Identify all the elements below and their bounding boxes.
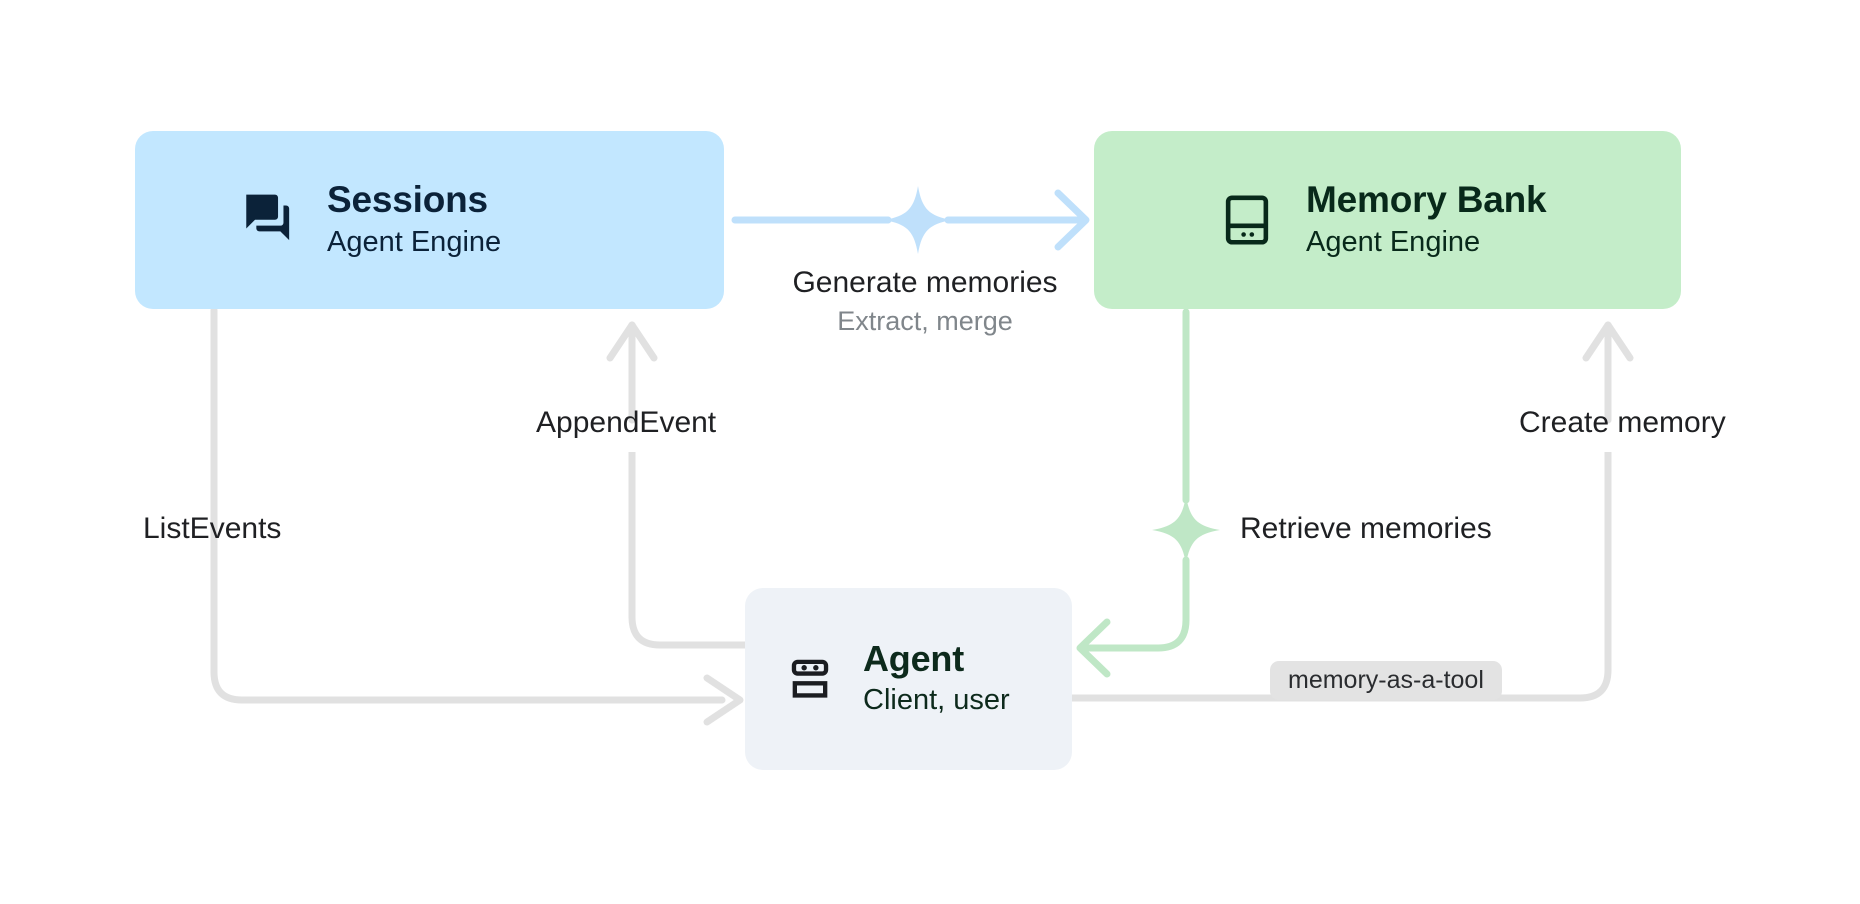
- node-memory-bank[interactable]: Memory Bank Agent Engine: [1094, 131, 1681, 309]
- edge-label-list-events-primary: ListEvents: [143, 512, 282, 545]
- node-memory-bank-subtitle: Agent Engine: [1306, 225, 1481, 258]
- node-sessions-subtitle: Agent Engine: [327, 225, 502, 258]
- node-sessions-labels: Sessions Agent Engine: [327, 178, 502, 259]
- edge-label-retrieve-memories-primary: Retrieve memories: [1240, 512, 1492, 545]
- node-memory-bank-title: Memory Bank: [1306, 178, 1547, 220]
- edge-label-create-memory: Create memory: [1519, 406, 1726, 441]
- edge-list-events-path: [210, 306, 726, 704]
- edge-create-memory-arrowhead: [1582, 321, 1634, 362]
- edge-append-event-path: [628, 334, 749, 649]
- node-agent-title: Agent: [863, 638, 964, 680]
- edge-label-append-event: AppendEvent: [536, 406, 716, 441]
- edge-label-create-memory-primary: Create memory: [1519, 406, 1726, 439]
- node-agent-subtitle: Client, user: [863, 684, 1010, 717]
- edge-retrieve-memories-arrowhead: [1076, 618, 1111, 678]
- edge-label-append-event-primary: AppendEvent: [536, 406, 717, 439]
- edge-generate-memories-arrowhead: [1054, 189, 1090, 251]
- badge-memory-as-a-tool-label: memory-as-a-tool: [1288, 666, 1484, 694]
- storage-database-icon: [1218, 191, 1276, 249]
- edge-label-retrieve-memories: Retrieve memories: [1240, 512, 1492, 547]
- robot-icon: [784, 653, 836, 705]
- sparkle-icon-generate: [884, 186, 952, 254]
- node-agent-labels: Agent Client, user: [863, 640, 1010, 717]
- node-sessions[interactable]: Sessions Agent Engine: [135, 131, 724, 309]
- node-agent[interactable]: Agent Client, user: [745, 588, 1072, 770]
- node-memory-bank-labels: Memory Bank Agent Engine: [1306, 178, 1547, 259]
- edge-label-list-events: ListEvents: [143, 512, 281, 547]
- edge-label-generate-memories-secondary: Extract, merge: [837, 305, 1013, 336]
- edge-list-events-arrowhead: [703, 674, 744, 726]
- edge-append-event-arrowhead: [606, 321, 658, 362]
- sparkle-icon-retrieve: [1152, 496, 1220, 564]
- node-sessions-title: Sessions: [327, 178, 488, 220]
- badge-memory-as-a-tool: memory-as-a-tool: [1270, 661, 1502, 700]
- edge-label-generate-memories-primary: Generate memories: [792, 266, 1058, 299]
- edge-create-memory-path: [1068, 334, 1612, 702]
- edge-label-generate-memories: Generate memories Extract, merge: [770, 266, 1080, 337]
- forum-chat-icon: [238, 189, 300, 251]
- edge-retrieve-memories-lower: [1081, 556, 1190, 652]
